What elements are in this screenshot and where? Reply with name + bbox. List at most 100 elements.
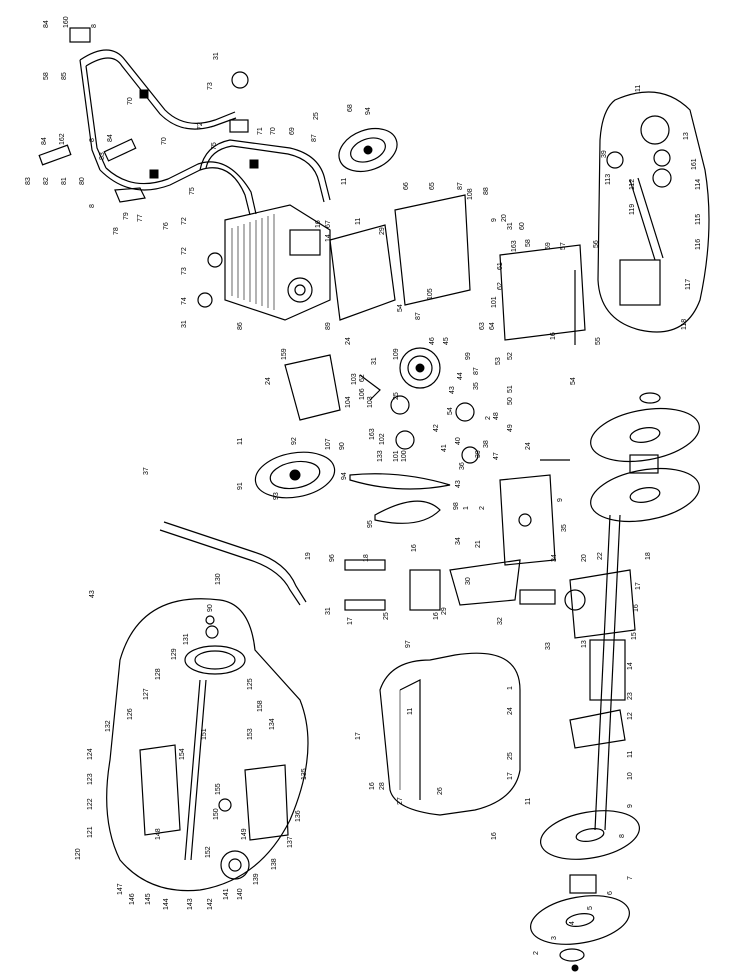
- case-half-right: [244, 764, 289, 841]
- callout: 17: [347, 617, 354, 625]
- callout: 6: [607, 891, 614, 895]
- callout: 68: [347, 104, 354, 112]
- callout: 16: [491, 832, 498, 840]
- drive-wheel-upper: [338, 127, 398, 173]
- callout: 1: [507, 686, 514, 690]
- callout: 114: [695, 179, 702, 190]
- callout: 83: [99, 152, 106, 160]
- callout: 54: [397, 304, 404, 312]
- callout: 40: [455, 437, 462, 445]
- callout: 116: [695, 239, 702, 250]
- inset-gearbox-13: [597, 91, 710, 333]
- callout: 31: [507, 222, 514, 230]
- callout: 120: [75, 848, 82, 860]
- callout: 72: [197, 122, 204, 130]
- callout: 63: [479, 322, 486, 330]
- callout: 26: [437, 787, 444, 795]
- callout: 23: [627, 692, 634, 700]
- callout: 39: [475, 450, 482, 458]
- callout: 121: [87, 826, 94, 838]
- callout: 20: [581, 554, 588, 562]
- callout: 32: [497, 617, 504, 625]
- gear-19: [564, 589, 586, 611]
- tine-assembly: [529, 392, 700, 972]
- callout: 11: [627, 751, 634, 758]
- callout: 62: [359, 374, 366, 382]
- mount-arm: [344, 599, 386, 611]
- callout: 85: [61, 72, 68, 80]
- callout: 31: [181, 320, 188, 328]
- callout: 24: [265, 377, 272, 385]
- callout: 83: [25, 177, 32, 185]
- drive-wheel-lower: [254, 451, 336, 499]
- callout: 51: [507, 385, 514, 393]
- callout: 29: [379, 227, 386, 235]
- callout: 8: [619, 834, 626, 838]
- callout: 104: [345, 396, 352, 408]
- callout: 152: [205, 846, 212, 858]
- callout: 75: [211, 142, 218, 150]
- callout: 38: [483, 440, 490, 448]
- small-pulley: [390, 395, 410, 415]
- callout: 139: [253, 873, 260, 885]
- mount-bracket: [499, 244, 586, 341]
- callout: 84: [41, 137, 48, 145]
- callout: 11: [355, 218, 362, 225]
- callout: 97: [405, 640, 412, 648]
- callout: 1: [463, 506, 470, 510]
- callout: 47: [493, 452, 500, 460]
- callout: 161: [691, 158, 698, 170]
- callout: 31: [371, 357, 378, 365]
- tine-disc-bottom: [529, 810, 641, 972]
- center-hub: [589, 639, 626, 701]
- callout: 119: [629, 204, 636, 215]
- throttle-bracket: [114, 187, 146, 203]
- callout: 52: [507, 352, 514, 360]
- callout: 24: [507, 707, 514, 715]
- callout: 18: [363, 554, 370, 562]
- callout: 34: [551, 554, 558, 562]
- callout: 140: [237, 888, 244, 900]
- handle-clamp: [229, 119, 249, 133]
- callout: 4: [569, 921, 576, 925]
- callout: 62: [497, 282, 504, 290]
- callout: 81: [61, 177, 68, 185]
- callout: 100: [401, 450, 408, 462]
- callout: 112: [629, 179, 636, 190]
- callout: 11: [407, 708, 414, 715]
- callout: 70: [127, 97, 134, 105]
- callout: 57: [560, 242, 567, 250]
- callout: 39: [601, 150, 608, 158]
- gearbox-half: [619, 259, 661, 306]
- belt-98: [374, 500, 441, 524]
- callout: 134: [269, 718, 276, 730]
- callout: 2: [479, 506, 486, 510]
- callout: 56: [593, 240, 600, 248]
- callout: 11: [237, 438, 244, 445]
- callout: 46: [429, 337, 436, 345]
- callout: 17: [355, 732, 362, 740]
- callout: 99: [465, 352, 472, 360]
- gear: [455, 402, 475, 422]
- callout: 54: [570, 377, 577, 385]
- bracket-29: [409, 569, 441, 611]
- callout: 8: [91, 24, 98, 28]
- nut: [197, 292, 213, 308]
- callout: 102: [379, 433, 386, 445]
- callout: 36: [459, 462, 466, 470]
- callout: 71: [257, 127, 264, 135]
- idler-pulley: [395, 430, 415, 450]
- callout: 16: [550, 332, 557, 340]
- control-lever-right: [103, 138, 137, 162]
- belt-99: [349, 473, 451, 490]
- callout: 42: [433, 424, 440, 432]
- callout: 54: [447, 407, 454, 415]
- callout: 13: [683, 132, 690, 140]
- callout: 146: [129, 893, 136, 905]
- callout: 131: [183, 633, 190, 645]
- callout: 72: [181, 247, 188, 255]
- callout: 72: [181, 217, 188, 225]
- callout-labels: 160 84 8 58 85 70 31 73 71 72 70 69 75 8…: [25, 16, 702, 955]
- callout: 20: [501, 214, 508, 222]
- callout: 55: [595, 337, 602, 345]
